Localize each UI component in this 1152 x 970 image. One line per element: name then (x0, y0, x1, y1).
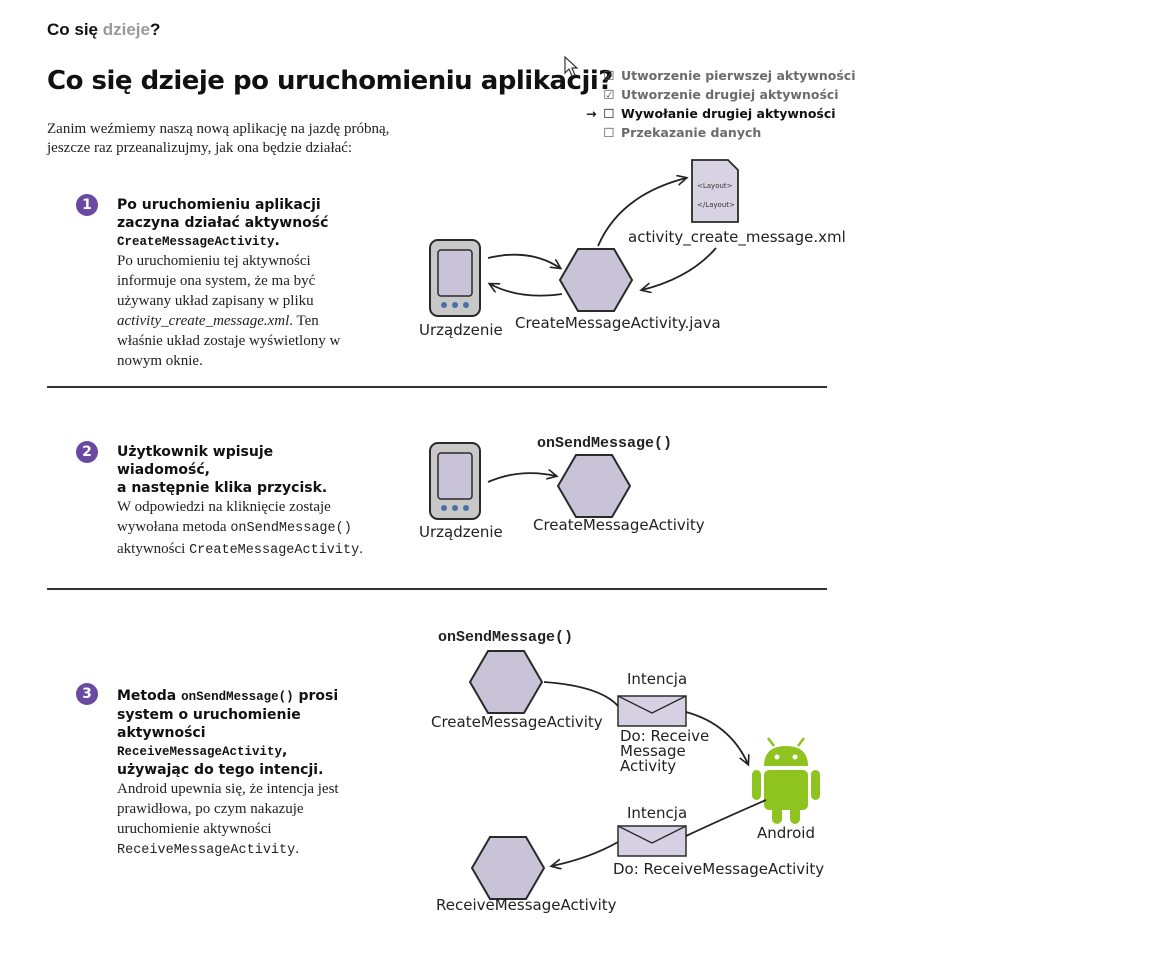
svg-text:<Layout>: <Layout> (697, 182, 733, 190)
intent-envelope-icon (617, 695, 687, 727)
diagram-2 (429, 442, 631, 520)
step-2-number: 2 (76, 441, 98, 463)
activity-hexagon-icon (557, 454, 631, 518)
arrow (487, 473, 556, 483)
layout-file-label: activity_create_message.xml (628, 228, 846, 246)
intro-text: Zanim weźmiemy naszą nową aplikację na j… (47, 121, 390, 156)
arrow (642, 247, 717, 290)
arrow (487, 253, 560, 268)
device-label: Urządzenie (419, 523, 503, 541)
android-robot-icon (752, 737, 820, 824)
arrow (597, 178, 686, 247)
intent-envelope-icon (617, 825, 687, 857)
receive-activity-label: ReceiveMessageActivity (436, 896, 617, 914)
receive-activity-hexagon-icon (471, 836, 545, 900)
step-1-number: 1 (76, 194, 98, 216)
section-breadcrumb: Co się dzieje? (47, 20, 161, 39)
diagram-3 (469, 650, 820, 900)
svg-text:</Layout>: </Layout> (697, 201, 735, 209)
intent-label: Intencja (627, 804, 688, 822)
intent-target-label: Do: Receive Message Activity (620, 727, 710, 775)
arrow (490, 284, 563, 297)
page-title: Co się dzieje po uruchomieniu aplikacji? (47, 66, 613, 96)
intent-target-label: Do: ReceiveMessageActivity (613, 860, 825, 878)
arrow (685, 799, 767, 837)
empty-box-icon: ☐ (603, 125, 615, 140)
android-label: Android (757, 824, 815, 842)
create-activity-label: CreateMessageActivity (431, 713, 603, 731)
mouse-cursor-icon (564, 56, 579, 77)
checklist-item-1: ☑Utworzenie pierwszej aktywności (603, 68, 856, 83)
checklist-item-3: →☐Wywołanie drugiej aktywności (586, 106, 836, 121)
step-2-text: Użytkownik wpisuje wiadomość, a następni… (117, 444, 363, 558)
activity-label: CreateMessageActivity.java (515, 314, 721, 332)
divider-2 (47, 588, 827, 590)
device-label: Urządzenie (419, 321, 503, 339)
layout-document-icon: <Layout> </Layout> (691, 159, 739, 223)
device-phone-icon (429, 442, 481, 520)
step-3-number: 3 (76, 683, 98, 705)
progress-checklist: ☑Utworzenie pierwszej aktywności ☑Utworz… (586, 66, 856, 142)
empty-box-icon: ☐ (603, 106, 615, 121)
arrow (685, 711, 748, 764)
method-label: onSendMessage() (537, 435, 673, 452)
divider-1 (47, 386, 827, 388)
step-1-text: Po uruchomieniu aplikacji zaczyna działa… (117, 197, 341, 369)
checklist-item-2: ☑Utworzenie drugiej aktywności (603, 87, 839, 102)
activity-label: CreateMessageActivity (533, 516, 705, 534)
method-label: onSendMessage() (438, 629, 574, 646)
current-arrow-icon: → (586, 106, 597, 121)
diagram-1: <Layout> </Layout> (429, 159, 739, 317)
arrow (552, 841, 619, 866)
checked-box-icon: ☑ (603, 68, 615, 83)
checklist-item-4: ☐Przekazanie danych (603, 125, 762, 140)
checked-box-icon: ☑ (603, 87, 615, 102)
step-3-text: Metoda onSendMessage() prosi system o ur… (117, 688, 339, 858)
device-phone-icon (429, 239, 481, 317)
activity-hexagon-icon (559, 248, 633, 312)
intent-label: Intencja (627, 670, 688, 688)
create-activity-hexagon-icon (469, 650, 543, 714)
arrow (543, 681, 619, 707)
